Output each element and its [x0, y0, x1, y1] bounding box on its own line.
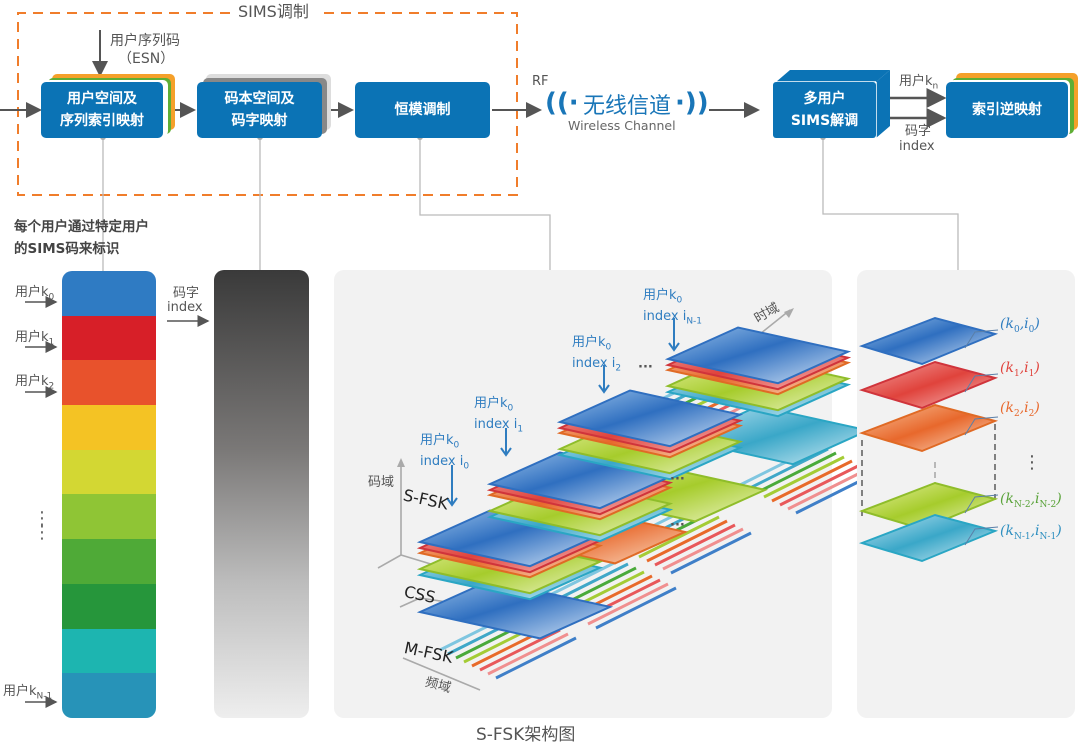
- layer-leader-line: [964, 526, 999, 546]
- user-space-block[interactable]: 用户空间及序列索引映射: [41, 82, 163, 138]
- user-segment: [62, 539, 156, 584]
- layer-label-2: (k2,i2): [1000, 400, 1040, 419]
- mfsk-line: [787, 467, 869, 511]
- user-kn-label: 用户kn: [899, 74, 939, 92]
- layer-leader-line: [964, 329, 999, 349]
- layer-leader-line: [964, 494, 999, 514]
- user-ellipsis: ⋮⋮: [33, 508, 51, 543]
- channel-subtitle: Wireless Channel: [568, 118, 676, 133]
- mfsk-line: [763, 455, 845, 499]
- mfsk-line: [755, 451, 837, 495]
- mfsk-line: [670, 531, 752, 575]
- ellipsis-2: ···: [670, 472, 685, 487]
- user-segment: [62, 271, 156, 316]
- mfsk-line: [595, 586, 677, 630]
- index-label: index: [899, 139, 935, 154]
- mfsk-line: [779, 463, 861, 507]
- sfsk-plate: [556, 389, 744, 448]
- sims-region-title: SIMS调制: [234, 4, 313, 20]
- axis-code-label: 码域: [368, 475, 395, 490]
- layer-plate: [858, 360, 999, 410]
- mfsk-line: [495, 636, 577, 680]
- mfsk-line: [638, 515, 720, 559]
- user-segment: [62, 673, 156, 718]
- user-segment: [62, 360, 156, 406]
- user-color-bar: [62, 271, 156, 718]
- figure-caption: S-FSK架构图: [476, 725, 576, 745]
- codeword-gradient-bar: [214, 270, 309, 718]
- inverse-mapping-block[interactable]: 索引逆映射: [946, 82, 1068, 138]
- user-segment: [62, 449, 156, 495]
- codeword-panel-label: 码字: [173, 286, 200, 301]
- mfsk-line: [662, 527, 744, 571]
- layer-plate: [858, 403, 999, 453]
- user-segment: [62, 315, 156, 361]
- layer-label-1: (k1,i1): [1000, 360, 1040, 379]
- mfsk-line: [747, 447, 829, 491]
- leader-lines: [102, 137, 959, 271]
- layer-label-3: (kN-2,iN-2): [1000, 491, 1062, 510]
- sims-region-border: [17, 12, 518, 196]
- user-kn1-label: 用户kN-1: [3, 684, 53, 702]
- mfsk-line: [539, 558, 621, 602]
- constant-modulation-block[interactable]: 恒模调制: [355, 82, 490, 138]
- mfsk-line: [587, 582, 669, 626]
- mfsk-line: [487, 632, 569, 676]
- mfsk-line: [646, 519, 728, 563]
- sfsk-plate: [416, 579, 614, 640]
- codebook-block[interactable]: 码本空间及码字映射: [197, 82, 322, 138]
- rf-label: RF: [532, 74, 549, 89]
- layer-label-0: (k0,i0): [1000, 316, 1040, 335]
- mfsk-line: [771, 459, 853, 503]
- layer-label-4: (kN-1,iN-1): [1000, 523, 1062, 542]
- user-segment: [62, 628, 156, 674]
- codeword-label: 码字: [905, 124, 932, 139]
- mfsk-line: [654, 523, 736, 567]
- layers-ellipsis: ⋮: [1023, 452, 1041, 473]
- ellipsis-1: ···: [638, 360, 653, 375]
- layer-plate: [858, 513, 999, 563]
- layer-plate: [858, 481, 999, 531]
- layer-plate: [858, 316, 999, 366]
- sfsk-plate: [664, 326, 852, 385]
- codeword-panel-index: index: [167, 300, 203, 315]
- wireless-right-icon: ·)): [675, 88, 709, 118]
- channel-title: 无线信道: [583, 94, 672, 119]
- layer-leader-line: [964, 373, 999, 393]
- esn-label-abbr: （ESN）: [118, 51, 175, 67]
- ellipsis-3: ···: [670, 518, 685, 533]
- mfsk-line: [479, 628, 561, 672]
- user-segment: [62, 494, 156, 540]
- user-caption: 每个用户通过特定用户的SIMS码来标识: [14, 219, 149, 257]
- esn-label: 用户序列码: [110, 33, 180, 49]
- wireless-left-icon: ((·: [545, 88, 579, 118]
- user-segment: [62, 405, 156, 450]
- user-segment: [62, 583, 156, 629]
- layer-leader-line: [964, 416, 999, 436]
